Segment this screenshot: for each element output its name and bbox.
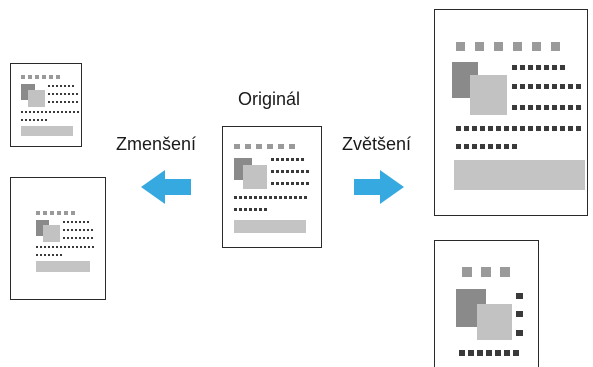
text-line (36, 246, 94, 248)
text-line (271, 182, 309, 185)
text-line (63, 221, 89, 223)
footer-bar (234, 220, 306, 233)
text-line (459, 350, 519, 356)
image-block-light (477, 304, 512, 340)
text-line (456, 126, 581, 131)
text-fragment (516, 330, 523, 336)
enlarged-page-cropped (434, 240, 539, 367)
text-line (512, 105, 581, 110)
text-line (21, 111, 79, 113)
arrow-left-icon (141, 170, 191, 204)
text-line (36, 254, 62, 256)
enlarge-label: Zvětšení (342, 134, 412, 154)
text-line (512, 84, 581, 89)
text-line (271, 170, 309, 173)
text-line (63, 229, 93, 231)
text-line (512, 65, 565, 70)
image-block-light (470, 75, 507, 115)
arrow-right-icon (354, 170, 404, 204)
footer-bar (36, 261, 90, 272)
text-line (234, 208, 267, 211)
original-label: Originál (238, 89, 301, 109)
text-line (234, 196, 307, 199)
text-line (48, 85, 74, 87)
original-page (222, 126, 322, 248)
text-line (48, 101, 78, 103)
text-line (271, 158, 304, 161)
image-block-light (243, 165, 267, 189)
heading-dots (462, 267, 510, 277)
enlarged-page-fit (434, 9, 588, 216)
image-block-light (43, 225, 60, 242)
footer-bar (454, 160, 585, 190)
reduce-label: Zmenšení (116, 134, 197, 154)
reduced-page-small (10, 63, 82, 147)
footer-bar (21, 126, 73, 136)
text-line (456, 144, 517, 149)
heading-dots (36, 211, 75, 215)
text-line (21, 119, 47, 121)
heading-dots (456, 42, 560, 51)
text-fragment (516, 311, 523, 317)
text-fragment (516, 293, 523, 299)
reduced-page-fit (10, 177, 106, 300)
text-line (63, 237, 93, 239)
image-block-light (28, 90, 45, 107)
text-line (48, 93, 78, 95)
heading-dots (234, 144, 295, 149)
heading-dots (21, 75, 60, 79)
